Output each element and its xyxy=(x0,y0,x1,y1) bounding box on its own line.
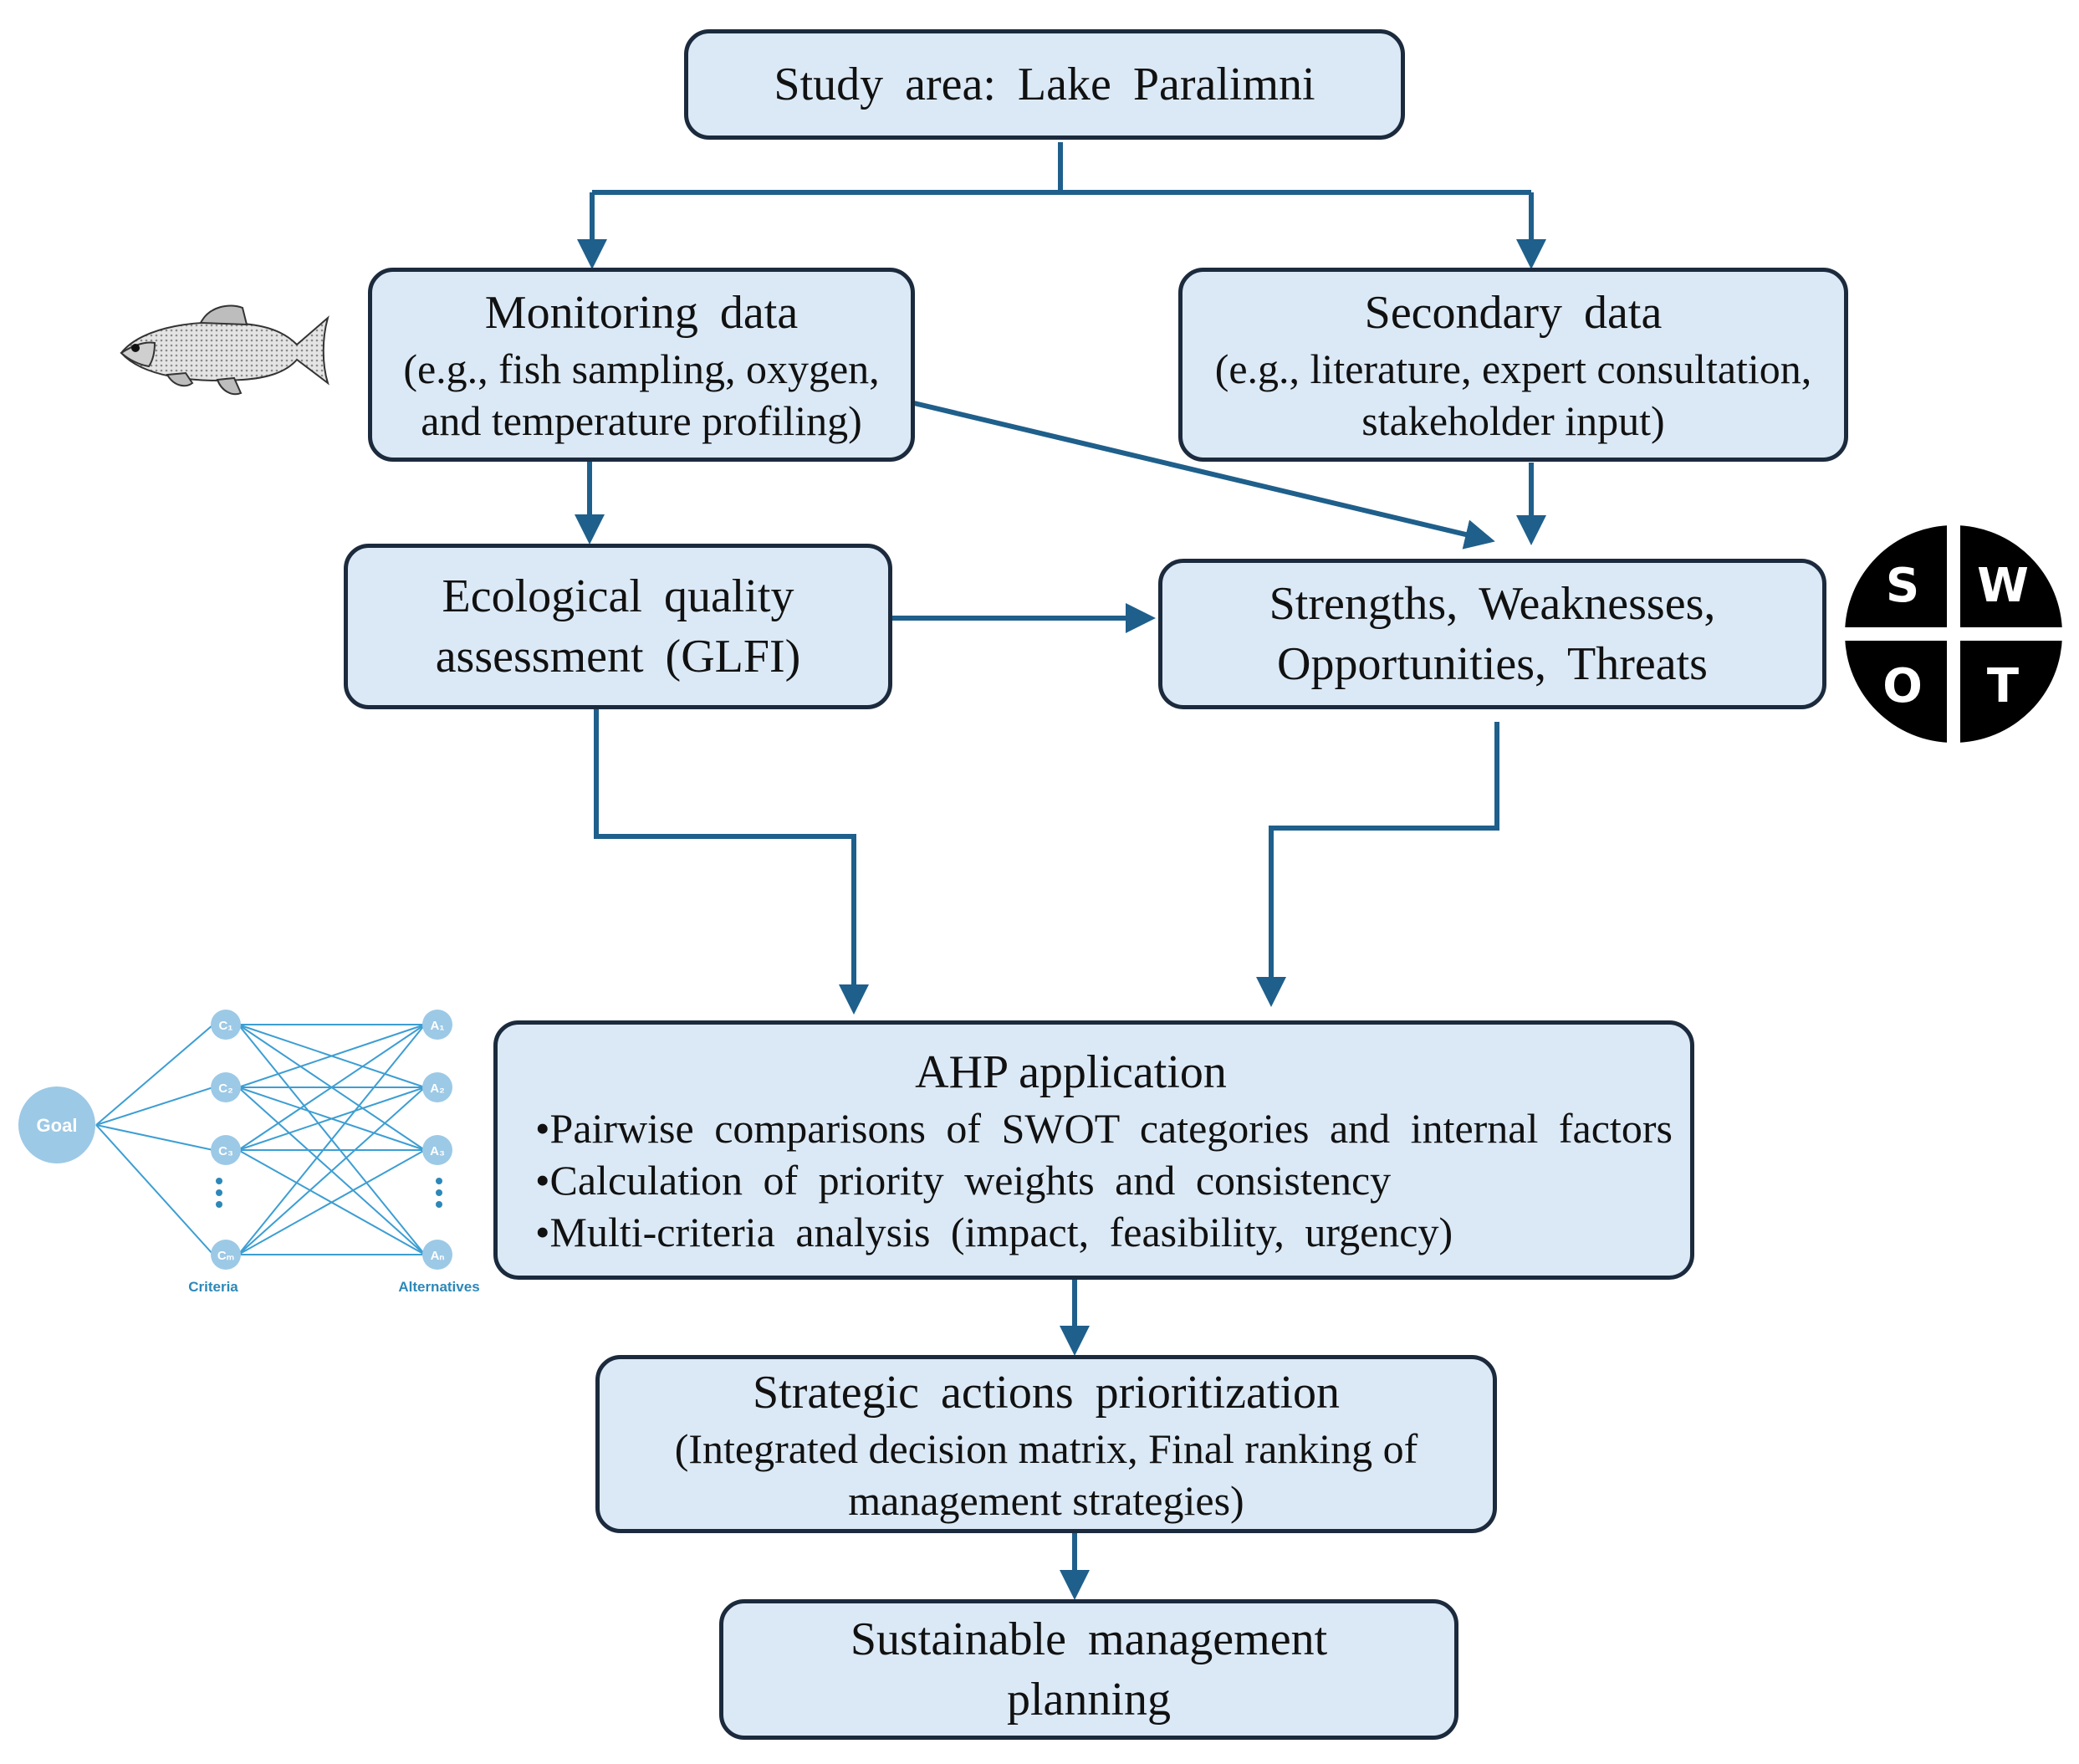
swot-line1: Strengths, Weaknesses, xyxy=(1269,578,1716,630)
sustainable-planning-line1: Sustainable management xyxy=(850,1613,1328,1665)
swot-logo-o: O xyxy=(1882,659,1923,713)
ahp-criterion-label: C₂ xyxy=(218,1081,233,1096)
ahp-alternative-label: A₂ xyxy=(430,1081,445,1096)
ahp-criteria-caption: Criteria xyxy=(188,1279,238,1295)
ahp-ellipsis-dot xyxy=(436,1189,442,1196)
ahp-alternative-node xyxy=(422,1010,452,1040)
ahp-criterion-node xyxy=(211,1240,241,1270)
ecological-assessment-line1: Ecological quality xyxy=(442,570,794,622)
secondary-data-line2: stakeholder input) xyxy=(1361,397,1665,444)
ahp-ellipsis-dot xyxy=(436,1201,442,1208)
swot-logo-icon: S W O T xyxy=(1841,521,2066,747)
ecological-assessment-node: Ecological quality assessment (GLFI) xyxy=(344,544,892,709)
ahp-criterion-label: C₃ xyxy=(218,1144,233,1158)
edge-swot-to-ahp xyxy=(1256,722,1499,1007)
ahp-ellipsis-dot xyxy=(436,1178,442,1184)
fish-icon xyxy=(120,304,329,396)
ahp-bullet-2: •Calculation of priority weights and con… xyxy=(535,1157,1392,1204)
strategic-prioritization-line1: (Integrated decision matrix, Final ranki… xyxy=(674,1424,1418,1472)
strategic-prioritization-line2: management strategies) xyxy=(848,1476,1244,1524)
sustainable-planning-line2: planning xyxy=(1007,1674,1171,1726)
ahp-ellipsis-dot xyxy=(216,1178,222,1184)
strategic-prioritization-title: Strategic actions prioritization xyxy=(752,1366,1340,1419)
ahp-criterion-label: C₁ xyxy=(218,1019,232,1033)
ahp-hierarchy-figure: Goal C₁ C₂ C₃ Cₘ A₁ A₂ A₃ Aₙ Criteria Al… xyxy=(18,1010,480,1295)
swot-line2: Opportunities, Threats xyxy=(1277,638,1708,690)
ahp-criterion-label: Cₘ xyxy=(217,1249,234,1263)
strategic-prioritization-node: Strategic actions prioritization (Integr… xyxy=(595,1355,1497,1533)
ahp-alternative-node xyxy=(422,1072,452,1102)
ahp-alternative-node xyxy=(422,1240,452,1270)
ahp-application-node: AHP application •Pairwise comparisons of… xyxy=(493,1020,1694,1280)
secondary-data-title: Secondary data xyxy=(1364,287,1663,339)
ahp-ellipsis-dot xyxy=(216,1201,222,1208)
ecological-assessment-line2: assessment (GLFI) xyxy=(435,631,801,683)
edge-monitoring-to-swot xyxy=(913,401,1495,550)
ahp-goal-node xyxy=(18,1087,95,1163)
ahp-alternative-label: Aₙ xyxy=(431,1249,445,1263)
edge-ecological-to-ahp xyxy=(594,709,869,1015)
sustainable-planning-node: Sustainable management planning xyxy=(719,1599,1458,1740)
ahp-application-title: AHP application xyxy=(915,1046,1227,1098)
ahp-criterion-node xyxy=(211,1072,241,1102)
ahp-bullet-1: •Pairwise comparisons of SWOT categories… xyxy=(535,1105,1673,1152)
swot-node: Strengths, Weaknesses, Opportunities, Th… xyxy=(1158,559,1826,709)
swot-logo-s: S xyxy=(1886,559,1919,613)
ahp-criterion-node xyxy=(211,1135,241,1165)
study-area-node: Study area: Lake Paralimni xyxy=(684,29,1405,140)
ahp-ellipsis-dot xyxy=(216,1189,222,1196)
ahp-alternatives-caption: Alternatives xyxy=(398,1279,479,1295)
ahp-alternative-node xyxy=(422,1135,452,1165)
monitoring-data-title: Monitoring data xyxy=(484,287,799,339)
monitoring-data-node: Monitoring data (e.g., fish sampling, ox… xyxy=(368,268,915,462)
ahp-criterion-node xyxy=(211,1010,241,1040)
monitoring-data-line1: (e.g., fish sampling, oxygen, xyxy=(403,345,880,392)
ahp-alternative-label: A₁ xyxy=(430,1019,444,1033)
secondary-data-line1: (e.g., literature, expert consultation, xyxy=(1214,345,1812,392)
swot-logo-t: T xyxy=(1987,659,2019,713)
study-area-label: Study area: Lake Paralimni xyxy=(774,59,1315,110)
monitoring-data-line2: and temperature profiling) xyxy=(421,397,862,444)
ahp-bullet-3: •Multi-criteria analysis (impact, feasib… xyxy=(535,1209,1453,1255)
ahp-goal-label: Goal xyxy=(37,1115,78,1136)
swot-logo-w: W xyxy=(1977,559,2029,613)
secondary-data-node: Secondary data (e.g., literature, expert… xyxy=(1178,268,1848,462)
ahp-alternative-label: A₃ xyxy=(430,1144,445,1158)
